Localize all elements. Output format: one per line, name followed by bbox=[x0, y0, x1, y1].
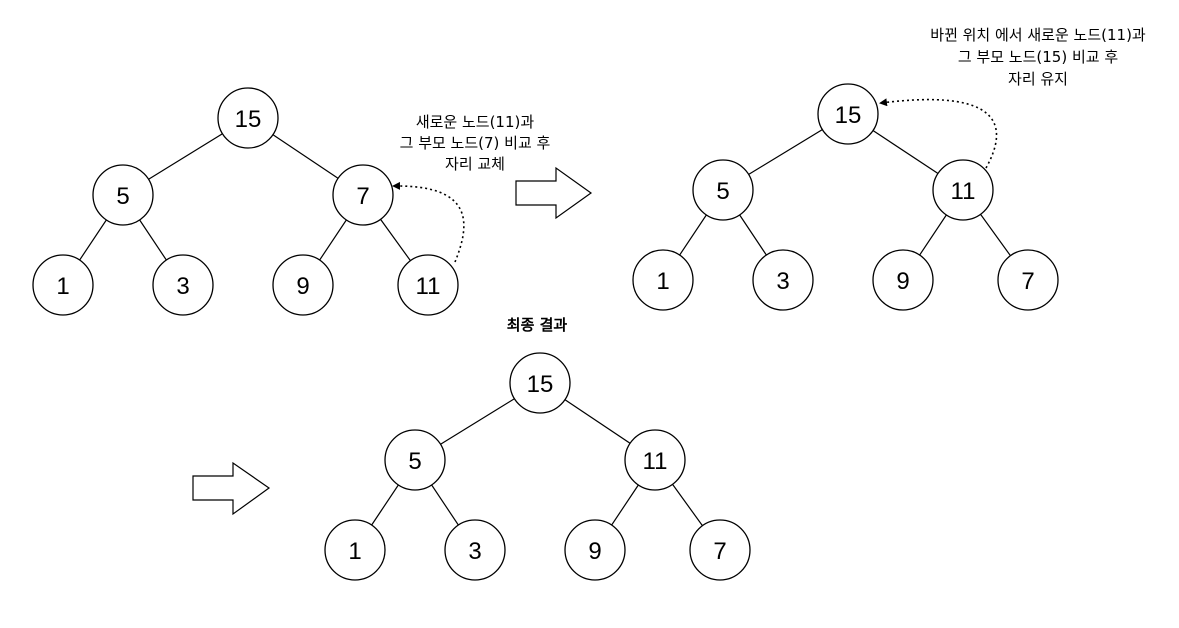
tree-node: 3 bbox=[152, 254, 214, 316]
tree-node: 9 bbox=[872, 249, 934, 311]
node-value: 15 bbox=[527, 371, 554, 398]
node-value: 1 bbox=[56, 273, 69, 300]
node-value: 9 bbox=[588, 538, 601, 565]
tree-node: 7 bbox=[332, 164, 394, 226]
tree-node: 11 bbox=[397, 254, 459, 316]
tree-final: 15 5 11 1 3 9 7 bbox=[324, 352, 751, 581]
note-line: 자리 교체 bbox=[445, 155, 505, 173]
node-value: 5 bbox=[116, 183, 129, 210]
swap-dotted-arrow bbox=[392, 181, 465, 263]
final-title: 최종 결과 bbox=[507, 316, 568, 334]
tree-node: 3 bbox=[444, 519, 506, 581]
node-value: 3 bbox=[468, 538, 481, 565]
node-value: 5 bbox=[716, 178, 729, 205]
node-value: 15 bbox=[235, 106, 262, 133]
node-value: 11 bbox=[951, 178, 976, 205]
tree-node: 1 bbox=[32, 254, 94, 316]
tree-node: 9 bbox=[564, 519, 626, 581]
node-value: 9 bbox=[896, 268, 909, 295]
note-line: 그 부모 노드(15) 비교 후 bbox=[958, 48, 1118, 66]
tree-after-swap: 15 5 11 1 3 9 7 bbox=[632, 83, 1059, 311]
tree-node: 1 bbox=[632, 249, 694, 311]
tree-node: 7 bbox=[689, 519, 751, 581]
swap-note: 새로운 노드(11)과 그 부모 노드(7) 비교 후 자리 교체 bbox=[400, 113, 551, 173]
node-value: 3 bbox=[176, 273, 189, 300]
tree-node: 15 bbox=[509, 352, 571, 414]
tree-node: 11 bbox=[624, 429, 686, 491]
note-line: 그 부모 노드(7) 비교 후 bbox=[400, 134, 551, 152]
tree-node: 3 bbox=[752, 249, 814, 311]
tree-node: 1 bbox=[324, 519, 386, 581]
node-value: 7 bbox=[1021, 268, 1034, 295]
node-value: 5 bbox=[408, 448, 421, 475]
tree-node: 15 bbox=[817, 83, 879, 145]
next-step-arrow bbox=[192, 461, 271, 516]
tree-node: 11 bbox=[932, 159, 994, 221]
tree-node: 9 bbox=[272, 254, 334, 316]
node-value: 11 bbox=[416, 273, 441, 300]
node-value: 11 bbox=[643, 448, 668, 475]
tree-node: 15 bbox=[217, 87, 279, 149]
tree-node: 7 bbox=[997, 249, 1059, 311]
compare-dotted-arrow bbox=[879, 98, 998, 169]
node-value: 3 bbox=[776, 268, 789, 295]
node-value: 7 bbox=[713, 538, 726, 565]
note-line: 바뀐 위치 에서 새로운 노드(11)과 bbox=[930, 26, 1146, 44]
next-step-arrow bbox=[515, 166, 593, 220]
tree-before: 15 5 7 1 3 9 11 bbox=[32, 87, 465, 316]
tree-node: 5 bbox=[692, 159, 754, 221]
note-line: 새로운 노드(11)과 bbox=[416, 113, 535, 131]
node-value: 9 bbox=[296, 273, 309, 300]
tree-node: 5 bbox=[384, 429, 446, 491]
tree-node: 5 bbox=[92, 164, 154, 226]
node-value: 1 bbox=[656, 268, 669, 295]
node-value: 1 bbox=[348, 538, 361, 565]
node-value: 7 bbox=[356, 183, 369, 210]
keep-note: 바뀐 위치 에서 새로운 노드(11)과 그 부모 노드(15) 비교 후 자리… bbox=[930, 26, 1146, 88]
node-value: 15 bbox=[835, 102, 862, 129]
note-line: 자리 유지 bbox=[1008, 70, 1068, 88]
